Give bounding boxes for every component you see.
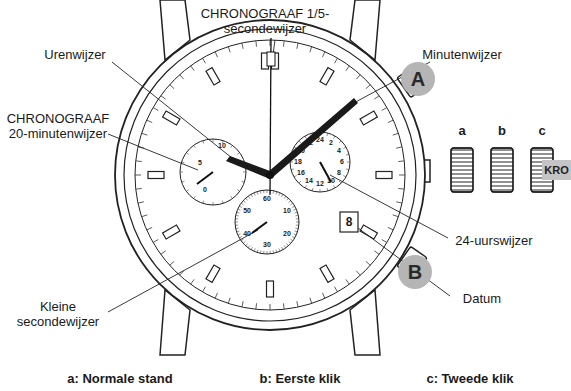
dial-number: 40 bbox=[243, 230, 251, 238]
dial-number: 30 bbox=[263, 241, 271, 249]
pusher-badge: B bbox=[398, 255, 432, 289]
dial-number: 2 bbox=[329, 139, 333, 147]
dial-number: 10 bbox=[283, 207, 291, 215]
side-tab: KRO bbox=[542, 160, 571, 180]
position-caption: a: Normale stand bbox=[67, 371, 172, 386]
dial-number: 4 bbox=[337, 147, 341, 155]
dial-number: 8 bbox=[337, 169, 341, 177]
minute-hand-label: Minutenwijzer bbox=[422, 47, 501, 62]
dial-number: 5 bbox=[198, 159, 202, 167]
dial-number: 0 bbox=[203, 186, 207, 194]
date-label: Datum bbox=[463, 291, 501, 306]
dial-number: 6 bbox=[340, 158, 344, 166]
dial-number: 10 bbox=[327, 177, 335, 185]
chrono-minutes-label: CHRONOGRAAF 20-minutenwijzer bbox=[3, 111, 113, 141]
position-caption: b: Eerste klik bbox=[260, 371, 341, 386]
dial-number: 12 bbox=[316, 180, 324, 188]
position-caption: c: Tweede klik bbox=[426, 371, 513, 386]
dial-number: 60 bbox=[263, 195, 271, 203]
dial-number: 14 bbox=[305, 177, 313, 185]
node-text: KRO bbox=[544, 164, 568, 176]
dial-number: 20 bbox=[283, 230, 291, 238]
dial-number: 10 bbox=[218, 142, 226, 150]
dial-number: 22 bbox=[305, 139, 313, 147]
chrono-seconds-label: CHRONOGRAAF 1/5-secondewijzer bbox=[200, 6, 330, 36]
small-seconds-label: Kleine secondewijzer bbox=[8, 299, 108, 329]
pusher-badge: A bbox=[401, 62, 435, 96]
hour-hand-label: Urenwijzer bbox=[44, 47, 105, 62]
node-text: A bbox=[411, 68, 425, 91]
24h-hand-label: 24-uurswijzer bbox=[455, 233, 532, 248]
dial-number: 24 bbox=[316, 136, 324, 144]
dial-number: 16 bbox=[297, 169, 305, 177]
crown-position: a bbox=[458, 123, 465, 138]
dial-number: 18 bbox=[294, 158, 302, 166]
dial-number: 20 bbox=[297, 147, 305, 155]
dial-number: 50 bbox=[243, 207, 251, 215]
crown-position: b bbox=[498, 123, 506, 138]
dial-number: 8 bbox=[346, 215, 353, 230]
crown-position: c bbox=[538, 123, 545, 138]
node-text: B bbox=[408, 261, 422, 284]
